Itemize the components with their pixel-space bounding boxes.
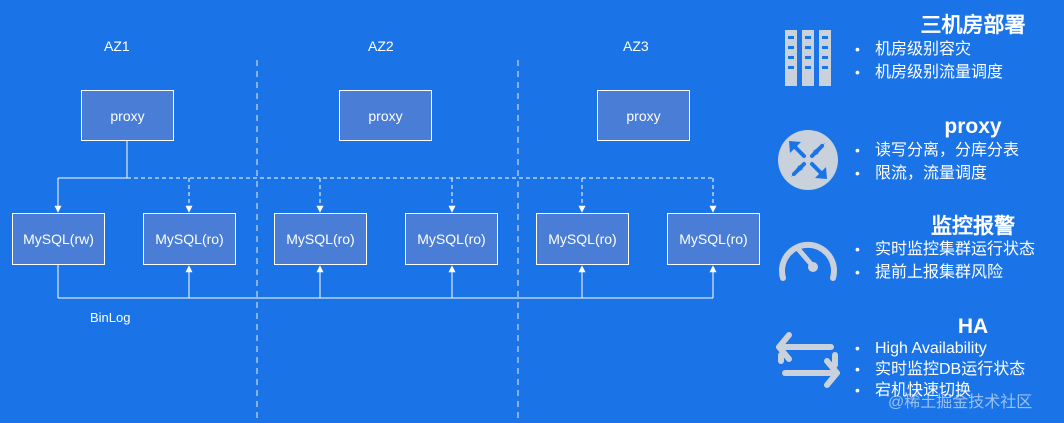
feature-title: proxy bbox=[944, 115, 1002, 138]
feature-item: •High Availability bbox=[855, 340, 987, 357]
feature-ha: HA •High Availability •实时监控DB运行状态 •宕机快速切… bbox=[775, 313, 1064, 421]
router-arrows-icon bbox=[778, 130, 838, 190]
feature-item: •实时监控DB运行状态 bbox=[855, 361, 1026, 378]
feature-item: •机房级别容灾 bbox=[855, 41, 972, 58]
zone-label-az3: AZ3 bbox=[623, 38, 649, 54]
gauge-icon bbox=[779, 241, 837, 281]
feature-list: •实时监控集群运行状态 •提前上报集群风险 bbox=[855, 238, 1035, 284]
feature-title: 三机房部署 bbox=[920, 14, 1026, 37]
proxy-node-az1: proxy bbox=[81, 90, 174, 141]
feature-item: •实时监控集群运行状态 bbox=[855, 241, 1036, 258]
feature-list: •机房级别容灾 •机房级别流量调度 bbox=[855, 38, 1003, 84]
zone-label-az2: AZ2 bbox=[368, 38, 394, 54]
watermark: @稀土掘金技术社区 bbox=[888, 394, 1033, 411]
binlog-label: BinLog bbox=[90, 310, 131, 325]
mysql-node-ro-5: MySQL(ro) bbox=[667, 213, 760, 265]
feature-item: •读写分离，分库分表 bbox=[855, 142, 1020, 159]
feature-title: HA bbox=[957, 315, 989, 338]
mysql-node-ro-1: MySQL(ro) bbox=[143, 213, 236, 265]
failover-arrows-icon bbox=[776, 332, 840, 388]
feature-monitoring: 监控报警 •实时监控集群运行状态 •提前上报集群风险 bbox=[775, 212, 1064, 302]
mysql-node-ro-3: MySQL(ro) bbox=[405, 213, 498, 265]
proxy-node-az2: proxy bbox=[339, 90, 432, 141]
mysql-node-ro-2: MySQL(ro) bbox=[274, 213, 367, 265]
mysql-node-ro-4: MySQL(ro) bbox=[536, 213, 629, 265]
feature-proxy: proxy •读写分离，分库分表 •限流，流量调度 bbox=[775, 113, 1064, 203]
feature-item: •限流，流量调度 bbox=[855, 165, 988, 182]
feature-item: •提前上报集群风险 bbox=[855, 264, 1004, 281]
feature-title: 监控报警 bbox=[931, 215, 1015, 238]
feature-list: •High Availability •实时监控DB运行状态 •宕机快速切换 bbox=[855, 338, 1025, 401]
mysql-node-rw: MySQL(rw) bbox=[12, 213, 105, 265]
feature-list: •读写分离，分库分表 •限流，流量调度 bbox=[855, 139, 1019, 185]
zone-label-az1: AZ1 bbox=[104, 38, 130, 54]
server-rack-icon bbox=[785, 30, 831, 86]
feature-item: •宕机快速切换 bbox=[855, 382, 972, 399]
feature-item: •机房级别流量调度 bbox=[855, 64, 1004, 81]
feature-multi-az: 三机房部署 •机房级别容灾 •机房级别流量调度 bbox=[775, 10, 1064, 100]
proxy-node-az3: proxy bbox=[597, 90, 690, 141]
